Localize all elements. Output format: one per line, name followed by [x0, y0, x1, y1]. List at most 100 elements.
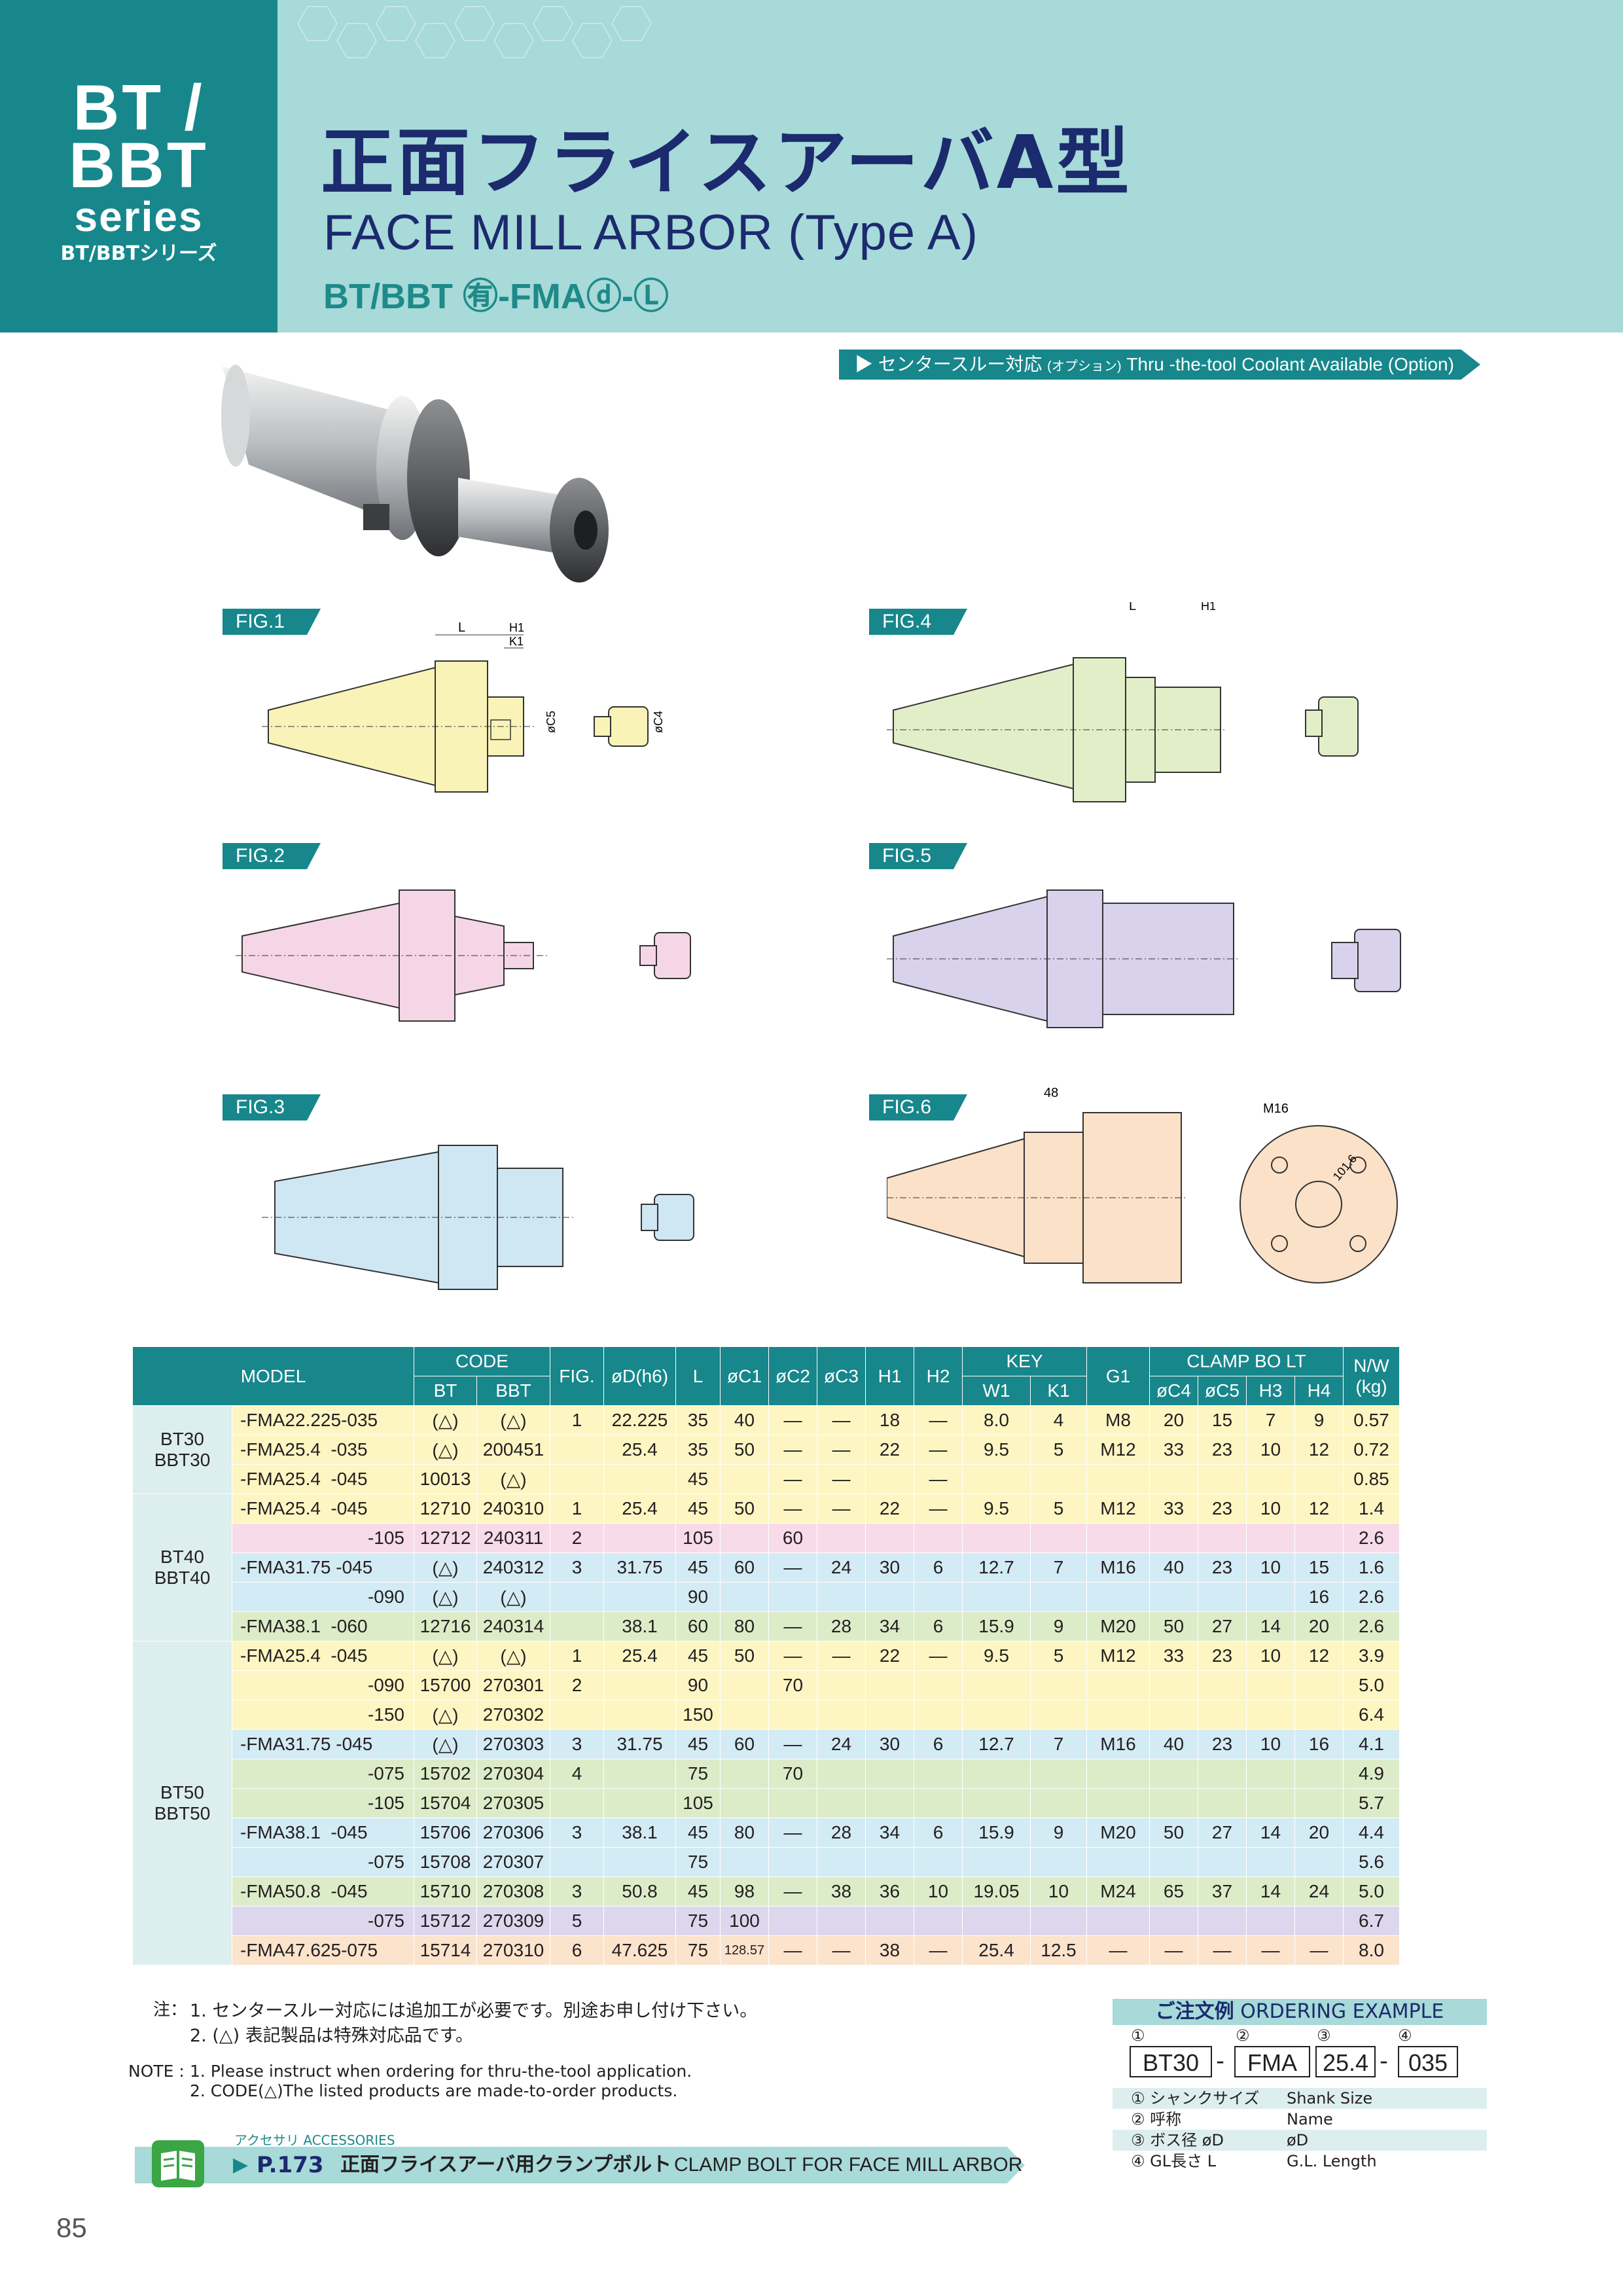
- table-cell: 240311: [476, 1523, 550, 1553]
- table-cell: —: [768, 1435, 817, 1465]
- table-cell: 45: [675, 1729, 721, 1759]
- table-cell: [1198, 1700, 1247, 1730]
- table-cell: [1086, 1582, 1150, 1612]
- table-cell: 105: [675, 1523, 721, 1553]
- page-title: 正面フライスアーバA型: [321, 120, 1132, 206]
- table-cell: [1030, 1788, 1087, 1818]
- table-cell: 40: [1149, 1552, 1198, 1583]
- ord-r1-jp: ① シャンクサイズ: [1131, 2089, 1260, 2108]
- table-cell: M20: [1086, 1818, 1150, 1848]
- table-cell: 23: [1198, 1435, 1247, 1465]
- table-cell: 270305: [476, 1788, 550, 1818]
- acc-page-link[interactable]: P.173: [257, 2152, 324, 2178]
- table-cell: [720, 1759, 769, 1789]
- table-cell: [865, 1788, 914, 1818]
- table-cell: 12712: [414, 1523, 477, 1553]
- table-cell: [720, 1582, 769, 1612]
- table-cell: 80: [720, 1611, 769, 1641]
- table-cell: 35: [675, 1435, 721, 1465]
- table-cell: [720, 1523, 769, 1553]
- table-cell: —: [1149, 1935, 1198, 1965]
- table-cell: [1198, 1464, 1247, 1494]
- table-cell: [1294, 1670, 1344, 1700]
- table-cell: 5.6: [1343, 1847, 1400, 1877]
- fig5-drawing: [887, 889, 1401, 1028]
- table-cell: 15708: [414, 1847, 477, 1877]
- table-cell: —: [817, 1435, 866, 1465]
- table-cell: 128.57: [720, 1935, 769, 1965]
- table-cell: 270310: [476, 1935, 550, 1965]
- table-cell: [768, 1582, 817, 1612]
- fig3-drawing: [262, 1145, 694, 1290]
- ord-r4-en: G.L. Length: [1287, 2152, 1377, 2170]
- table-cell: 240314: [476, 1611, 550, 1641]
- table-cell: —: [1294, 1935, 1344, 1965]
- table-cell: [1246, 1847, 1295, 1877]
- table-cell: 25.4: [603, 1435, 676, 1465]
- table-cell: 12.5: [1030, 1935, 1087, 1965]
- table-cell: 4.9: [1343, 1759, 1400, 1789]
- table-cell: 36: [865, 1876, 914, 1907]
- table-cell: [1086, 1847, 1150, 1877]
- th-c2: øC2: [768, 1346, 817, 1406]
- th-w1: W1: [962, 1376, 1031, 1406]
- table-cell: [768, 1700, 817, 1730]
- table-cell: [1149, 1464, 1198, 1494]
- table-cell: 38.1: [603, 1611, 676, 1641]
- table-cell: [1030, 1523, 1087, 1553]
- table-cell: 12: [1294, 1641, 1344, 1671]
- table-cell: [603, 1523, 676, 1553]
- table-cell: [1149, 1523, 1198, 1553]
- note-jp1: 1. センタースルー対応には追加工が必要です。別途お申し付け下さい。: [190, 2001, 758, 2021]
- ord-dash2: -: [1380, 2048, 1388, 2075]
- table-cell: 10: [1246, 1435, 1295, 1465]
- table-cell: 15704: [414, 1788, 477, 1818]
- table-cell: [1030, 1847, 1087, 1877]
- th-key: KEY: [962, 1346, 1087, 1376]
- table-cell: —: [768, 1405, 817, 1435]
- table-cell: —: [914, 1435, 963, 1465]
- note-jp-label: 注：: [153, 2000, 188, 2020]
- table-cell: [865, 1906, 914, 1936]
- table-cell: —: [768, 1729, 817, 1759]
- fig4-drawing: L H1: [887, 602, 1359, 802]
- table-cell: [768, 1788, 817, 1818]
- table-cell-model: -FMA38.1 -060: [232, 1611, 414, 1641]
- table-cell: [1149, 1788, 1198, 1818]
- table-cell: [603, 1906, 676, 1936]
- table-cell: 270307: [476, 1847, 550, 1877]
- table-cell: [1086, 1759, 1150, 1789]
- th-kg-label: (kg): [1355, 1376, 1387, 1397]
- table-cell: 3: [550, 1818, 604, 1848]
- table-cell: 1: [550, 1494, 604, 1524]
- code-pattern: BT/BBT ㊒-FMAⓓ-Ⓛ: [323, 277, 669, 316]
- table-cell: [720, 1700, 769, 1730]
- table-cell: —: [1198, 1935, 1247, 1965]
- table-cell: [550, 1435, 604, 1465]
- th-c1: øC1: [720, 1346, 769, 1406]
- acc-play-icon: ▶: [233, 2153, 249, 2176]
- table-cell: [1030, 1906, 1087, 1936]
- table-cell: 9: [1030, 1611, 1087, 1641]
- th-c3: øC3: [817, 1346, 866, 1406]
- ord-dash1: -: [1216, 2048, 1224, 2075]
- table-cell: [817, 1906, 866, 1936]
- th-g1: G1: [1086, 1346, 1150, 1406]
- table-cell: 15: [1294, 1552, 1344, 1583]
- table-cell: 31.75: [603, 1729, 676, 1759]
- table-cell: 50: [1149, 1818, 1198, 1848]
- table-cell: [817, 1523, 866, 1553]
- table-cell: 6: [550, 1935, 604, 1965]
- table-cell: 7: [1030, 1552, 1087, 1583]
- table-cell: 10013: [414, 1464, 477, 1494]
- table-cell: 50: [720, 1494, 769, 1524]
- table-cell: 270308: [476, 1876, 550, 1907]
